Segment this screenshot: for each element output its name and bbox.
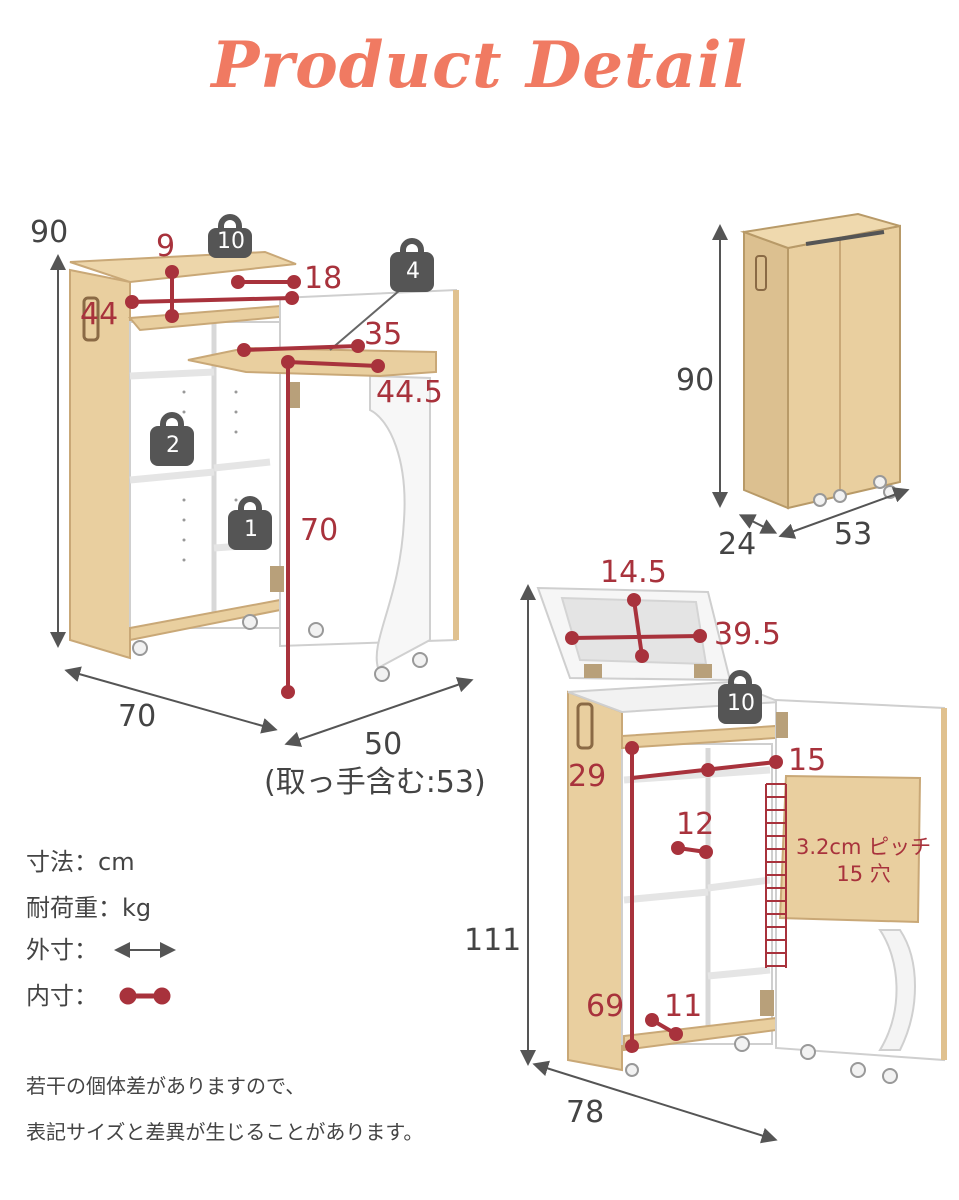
width-label-c: 78 [566,1095,605,1130]
inner-lower-width: 11 [664,989,703,1024]
height-label-c: 111 [464,923,522,958]
width-label-b: 53 [834,517,873,552]
pitch-note-line1: 3.2cm ピッチ [796,835,932,859]
weight-label-vanity: 10 [727,691,755,716]
inner-shelf-gap: 12 [676,807,715,842]
inner-table-depth: 35 [364,317,403,352]
inner-mirror-width: 39.5 [714,617,781,652]
width-label-a: 70 [118,699,157,734]
cabinet-open-table-view [50,250,474,747]
inner-lower-height: 69 [586,989,625,1024]
inner-top-depth: 18 [304,261,343,296]
disclaimer-line1: 若干の個体差がありますので、 [26,1074,306,1098]
depth-label-a: 50 [364,727,403,762]
pitch-note: 3.2cm ピッチ 15 穴 [796,834,931,889]
inner-upper-width: 15 [788,743,827,778]
height-label-b: 90 [676,363,715,398]
inner-table-width: 44.5 [376,375,443,410]
legend-unit-size: 寸法：cm [26,848,135,876]
inner-mirror-height: 14.5 [600,555,667,590]
page-title: Product Detail [211,28,748,103]
weight-label-shelf-upper: 2 [166,433,180,458]
depth-label-b: 24 [718,527,757,562]
inner-top-height: 9 [156,229,176,264]
legend-unit-load: 耐荷重：kg [26,894,152,922]
weight-label-top: 10 [217,229,245,254]
inner-dimension-legend-icon [119,987,171,1005]
inner-upper-height: 29 [568,759,607,794]
legend-outer: 外寸： [26,936,98,964]
inner-table-height: 70 [300,513,339,548]
legend-inner: 内寸： [26,982,98,1010]
weight-icons [150,214,762,724]
weight-label-table: 4 [406,259,420,284]
cabinet-closed-view [712,212,910,539]
weight-label-shelf-lower: 1 [244,517,258,542]
depth-note-a: (取っ手含む:53) [264,765,486,800]
pitch-note-line2: 15 穴 [836,862,891,887]
inner-top-width: 44 [80,297,119,332]
disclaimer-line2: 表記サイズと差異が生じることがあります。 [26,1120,424,1144]
height-label-a: 90 [30,215,69,250]
